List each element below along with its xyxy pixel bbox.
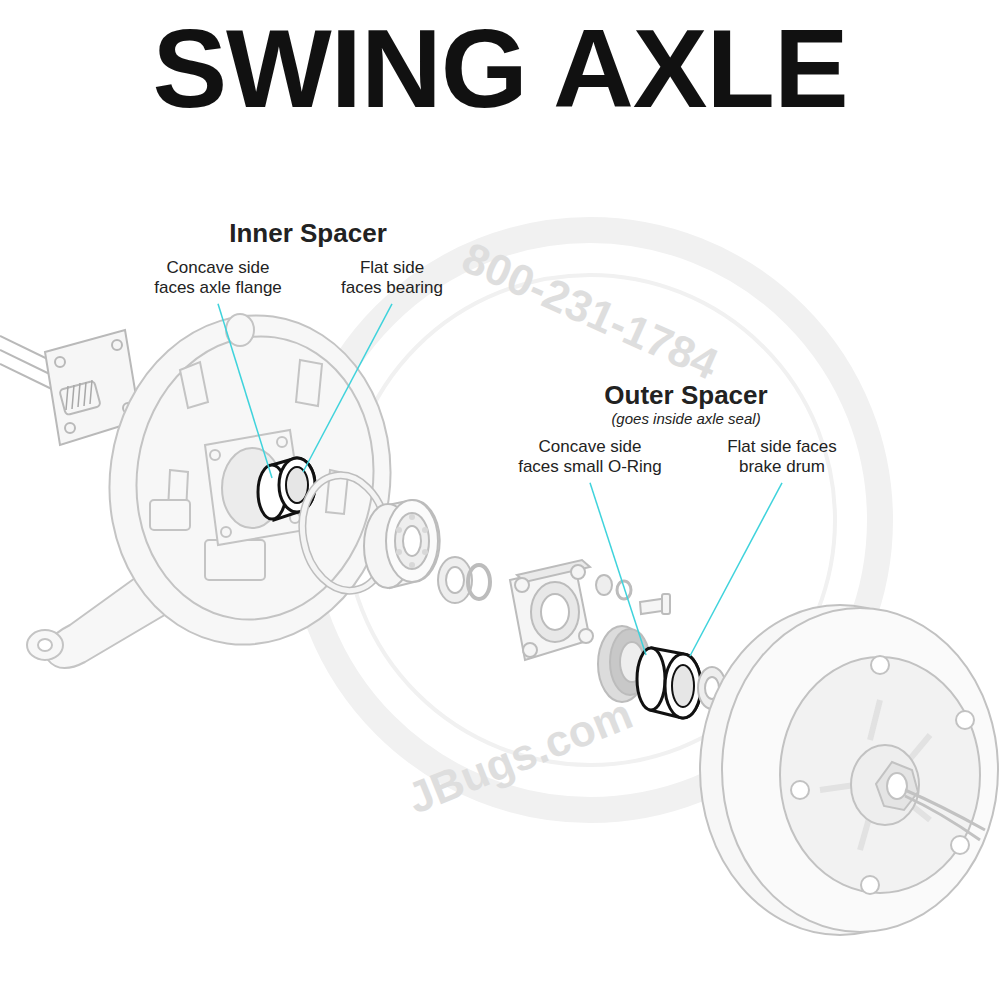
callout-heading: Inner Spacer xyxy=(188,218,428,249)
callout-note: Flat side faces brake drum xyxy=(707,437,857,478)
callout-note: Flat side faces bearing xyxy=(340,258,445,299)
leader-line xyxy=(690,483,782,656)
inner-washer xyxy=(438,557,490,603)
title: SWING AXLE xyxy=(0,4,1000,133)
brake-drum xyxy=(700,605,998,935)
leader-line xyxy=(590,483,646,655)
callout-note: Concave side faces axle flange xyxy=(151,258,286,299)
outer-spacer xyxy=(637,648,701,718)
backing-plate xyxy=(27,297,412,668)
callout-heading: Outer Spacer xyxy=(566,380,806,411)
wheel-bearing xyxy=(364,500,440,588)
callout-subheading: (goes inside axle seal) xyxy=(566,410,806,428)
callout-note: Concave side faces small O-Ring xyxy=(517,437,663,478)
leader-line xyxy=(218,304,272,478)
leader-line xyxy=(303,304,392,472)
